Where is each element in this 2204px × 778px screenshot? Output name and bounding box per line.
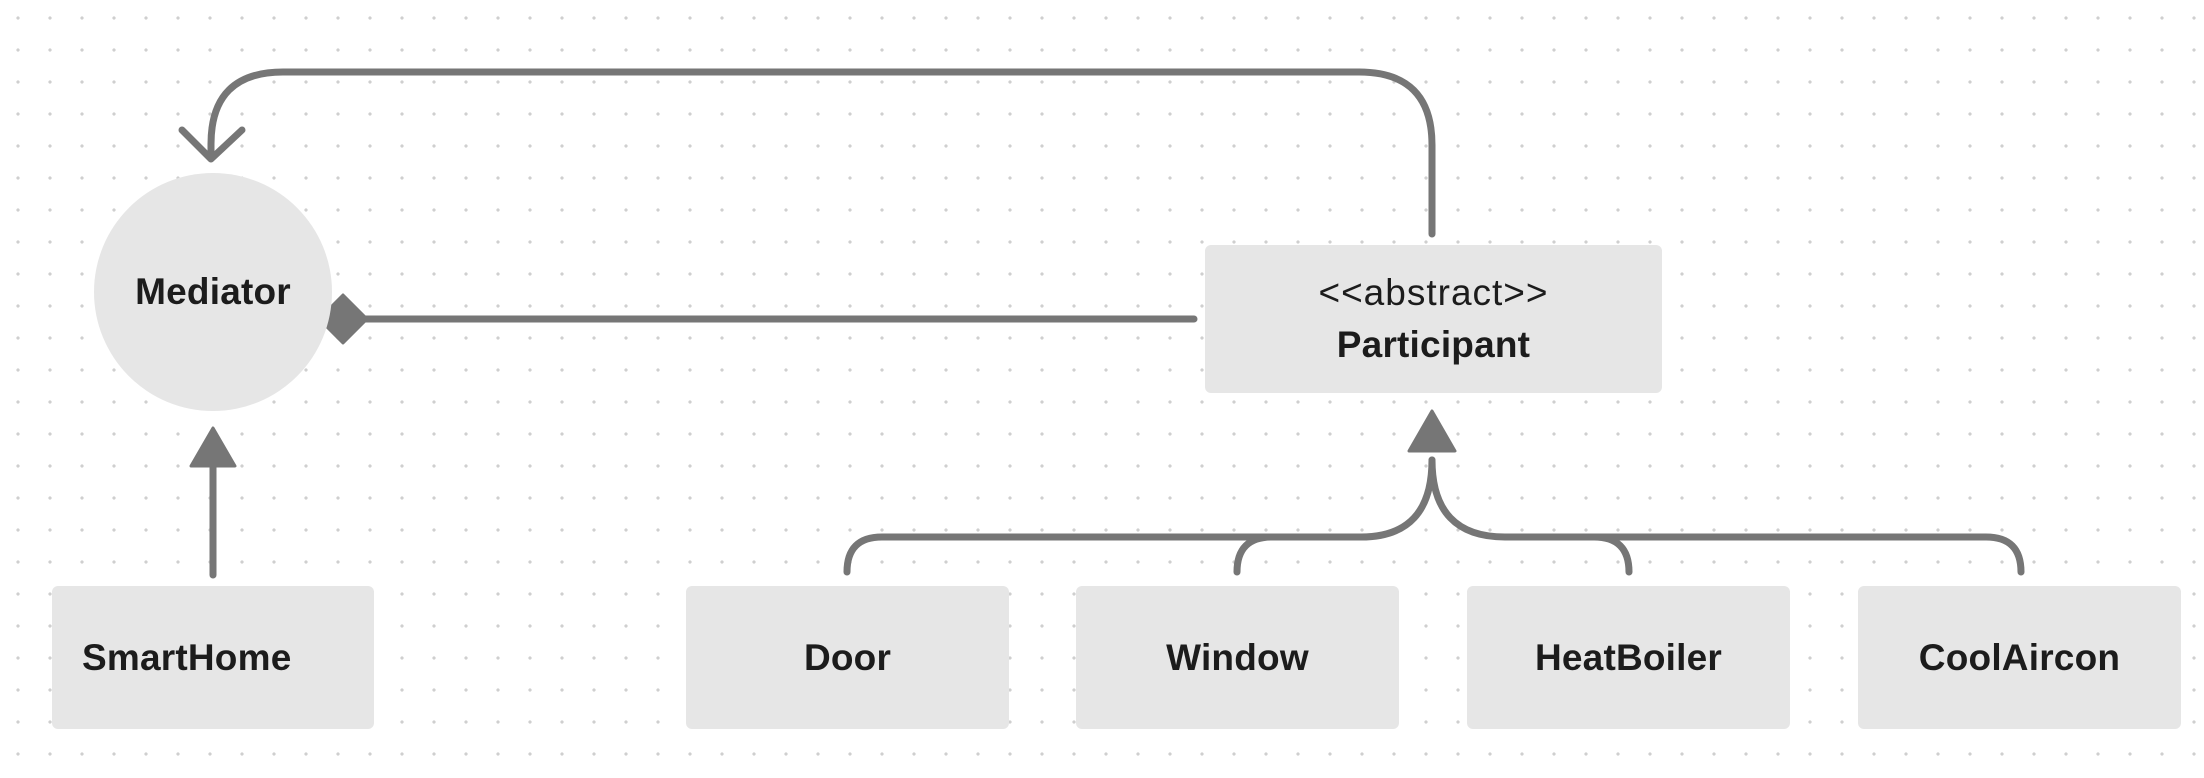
participant-label: Participant (1336, 324, 1531, 365)
coolaircon-generalization-edge (1428, 456, 2025, 576)
heatboiler-label: HeatBoiler (1534, 636, 1723, 678)
heatboiler-generalization-edge (1590, 533, 1633, 576)
association-edge (207, 68, 1436, 238)
mediator-node[interactable]: Mediator (94, 173, 332, 411)
window-node[interactable]: Window (1076, 586, 1399, 729)
door-generalization-edge (843, 456, 1436, 576)
participant-triangle-arrowhead (1407, 409, 1457, 453)
door-label: Door (803, 636, 892, 678)
coolaircon-label: CoolAircon (1918, 636, 2121, 678)
smarthome-triangle-arrowhead (189, 426, 237, 468)
window-generalization-edge (1233, 533, 1276, 576)
coolaircon-node[interactable]: CoolAircon (1858, 586, 2181, 729)
smarthome-node[interactable]: SmartHome (52, 586, 374, 729)
heatboiler-node[interactable]: HeatBoiler (1467, 586, 1790, 729)
smarthome-label: SmartHome (82, 636, 292, 678)
window-label: Window (1166, 636, 1309, 678)
door-node[interactable]: Door (686, 586, 1009, 729)
mediator-label: Mediator (135, 271, 291, 312)
open-arrowhead (178, 126, 246, 163)
participant-node[interactable]: <<abstract>> Participant (1205, 245, 1662, 393)
participant-stereotype: <<abstract>> (1318, 272, 1549, 313)
